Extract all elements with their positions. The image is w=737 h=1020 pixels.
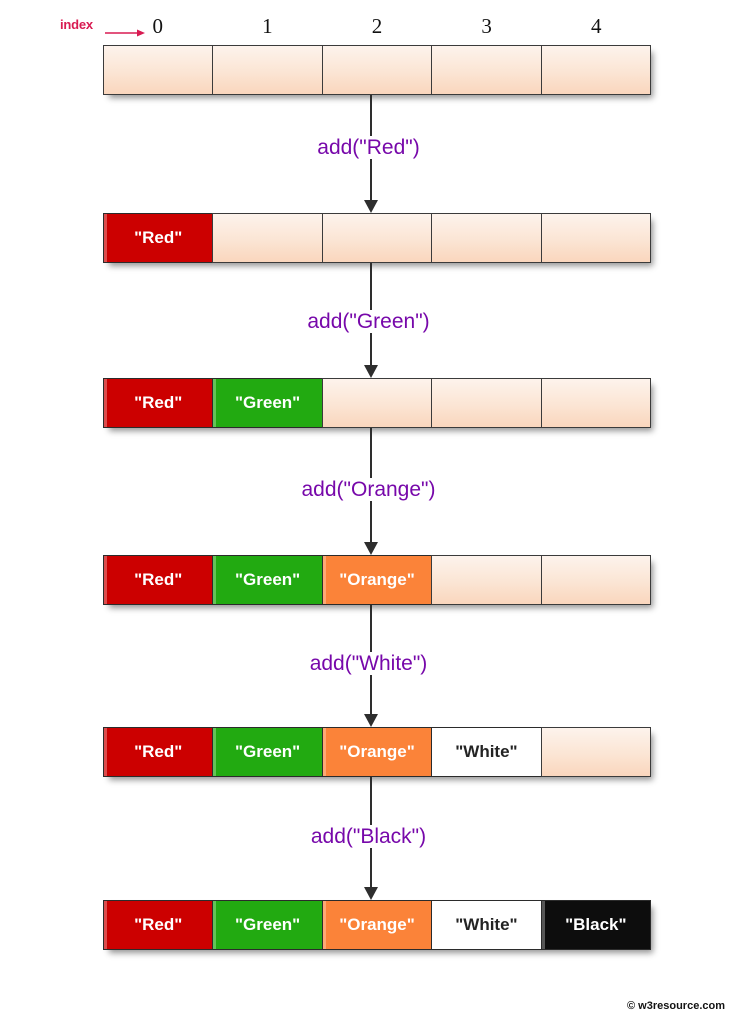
array-cell-4 [540,727,652,777]
transition-label-text: add("Green") [300,310,437,333]
array-cell-label: "Red" [134,228,183,247]
index-number-4: 4 [590,14,602,38]
transition-label-add-white: add("White") [0,652,737,676]
array-cell-0: "Red" [103,378,213,428]
array-row-after-add-orange: "Red" "Green" "Orange" [103,555,652,605]
index-arrow-icon [105,29,145,37]
array-row-after-add-black: "Red" "Green" "Orange" "White" "Black" [103,900,652,950]
array-cell-label: "White" [455,915,518,934]
array-cell-label: "Green" [234,393,301,412]
array-cell-label: "Orange" [339,570,415,589]
array-cell-0: "Red" [103,900,213,950]
transition-label-text: add("Orange") [294,478,443,501]
array-cell-0: "Red" [103,555,213,605]
array-cell-label: "Red" [134,742,183,761]
array-cell-4 [540,555,652,605]
array-row-after-add-white: "Red" "Green" "Orange" "White" [103,727,652,777]
watermark-credit: © w3resource.com [627,1000,725,1012]
index-number-0: 0 [152,14,164,38]
array-cell-2: "Orange" [321,555,432,605]
array-cell-2 [321,45,432,95]
transition-label-add-green: add("Green") [0,310,737,334]
arrow-head-icon [364,542,378,555]
array-cell-1: "Green" [212,555,322,605]
array-cell-label: "Red" [134,393,183,412]
index-label: index [60,17,93,32]
array-cell-1: "Green" [212,900,322,950]
array-row-empty-array [103,45,652,95]
index-header: index 0 1 2 3 4 [0,14,737,44]
array-cell-1 [212,213,322,263]
array-cell-label: "Orange" [339,915,415,934]
array-cell-label: "Red" [134,570,183,589]
arrow-head-icon [364,365,378,378]
transition-label-add-black: add("Black") [0,825,737,849]
array-cell-3 [431,378,541,428]
array-cell-label: "Green" [234,570,301,589]
array-cell-2: "Orange" [321,727,432,777]
array-cell-4 [540,213,652,263]
array-cell-1: "Green" [212,727,322,777]
array-cell-3 [431,555,541,605]
array-cell-label: "Orange" [339,742,415,761]
array-cell-3 [431,213,541,263]
index-number-3: 3 [481,14,492,38]
arrow-head-icon [364,887,378,900]
arrow-head-icon [364,714,378,727]
array-cell-0: "Red" [103,727,213,777]
array-cell-3: "White" [431,900,541,950]
array-cell-2 [321,378,432,428]
transition-label-add-red: add("Red") [0,136,737,160]
transition-label-text: add("Red") [310,136,427,159]
transition-label-text: add("Black") [303,825,434,848]
transition-label-add-orange: add("Orange") [0,478,737,502]
array-cell-1: "Green" [212,378,322,428]
index-number-1: 1 [262,14,273,38]
array-cell-label: "White" [455,742,518,761]
array-cell-3 [431,45,541,95]
array-cell-0 [103,45,213,95]
index-number-2: 2 [371,14,383,38]
array-cell-1 [212,45,322,95]
array-cell-label: "Black" [565,915,627,934]
array-cell-2 [321,213,432,263]
array-cell-label: "Red" [134,915,183,934]
arrow-head-icon [364,200,378,213]
transition-label-text: add("White") [302,652,435,675]
array-cell-0: "Red" [103,213,213,263]
array-cell-label: "Green" [234,742,301,761]
array-cell-4: "Black" [540,900,652,950]
array-cell-3: "White" [431,727,541,777]
array-cell-4 [540,45,652,95]
array-cell-2: "Orange" [321,900,432,950]
array-cell-label: "Green" [234,915,301,934]
array-row-after-add-red: "Red" [103,213,652,263]
array-cell-4 [540,378,652,428]
array-row-after-add-green: "Red" "Green" [103,378,652,428]
